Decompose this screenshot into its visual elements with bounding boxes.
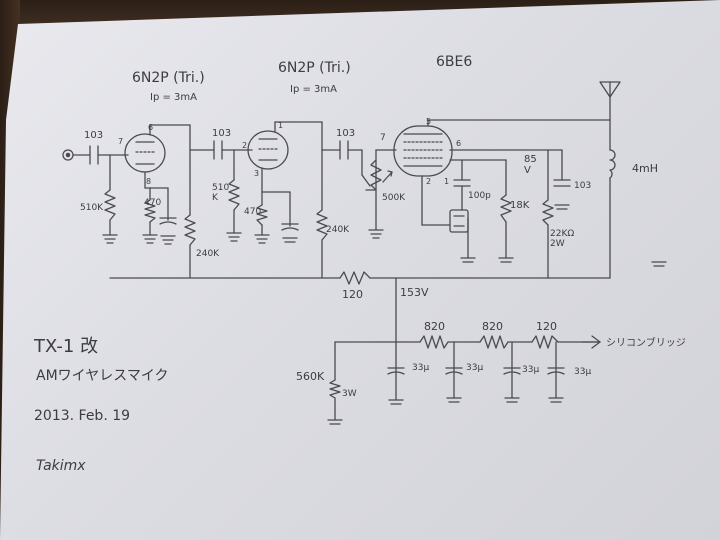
r-grid-1-label: 510K: [80, 203, 104, 213]
tube-2-type-label: 6N2P (Tri.): [278, 60, 351, 76]
c-filter-4-label: 33μ: [574, 367, 591, 377]
r-plate-2-label: 240K: [326, 225, 350, 235]
tube-v1: [124, 133, 166, 173]
input-jack: [62, 149, 74, 161]
capacitors: [89, 140, 571, 375]
r-filter-2-label: 820: [482, 320, 503, 333]
tube-3-type-label: 6BE6: [436, 54, 472, 70]
oscillator-crystal: [449, 209, 469, 233]
date-text: 2013. Feb. 19: [34, 408, 130, 424]
r-plate-1-label: 240K: [196, 249, 220, 259]
pin-1-v2: 1: [278, 121, 283, 130]
pin-1-v3: 1: [444, 177, 449, 186]
pin-7-v3: 7: [380, 133, 386, 143]
c-screen-label: 103: [574, 181, 591, 191]
pin-8-v1: 8: [146, 177, 151, 186]
pin-6-v1: 6: [148, 123, 153, 132]
tube-v2: [247, 130, 289, 170]
title-text: TX-1 改: [33, 336, 98, 357]
tube-2-current-label: Ip = 3mA: [290, 84, 337, 95]
power-input-label: シリコンブリッジ: [606, 336, 686, 349]
pin-7-v1: 7: [118, 137, 123, 146]
c-in-label: 103: [84, 130, 103, 141]
subtitle-text: AMワイヤレスマイク: [36, 368, 169, 384]
pin-3-v2: 3: [254, 169, 259, 178]
r-filter-1-label: 820: [424, 320, 445, 333]
coil-label: 4mH: [632, 162, 658, 175]
b-plus-label: 153V: [400, 286, 429, 299]
author-text: Takimx: [36, 458, 86, 474]
tube-1-current-label: Ip = 3mA: [150, 92, 197, 103]
inductor-4mh: [609, 149, 616, 179]
r-filter-3-label: 120: [536, 320, 557, 333]
r-decouple-label: 120: [342, 288, 363, 301]
resistors: [104, 159, 559, 399]
tube-1-type-label: 6N2P (Tri.): [132, 70, 205, 86]
pin-5-v3: 5: [426, 117, 431, 126]
r-bleed-label: 560K: [296, 370, 325, 383]
pin-6-v3: 6: [456, 139, 461, 148]
c-coupling-2-label: 103: [336, 128, 355, 139]
tube-v3: [393, 125, 453, 177]
r-cathode-2-label: 470: [244, 207, 261, 217]
r-cathode-1-label: 470: [144, 198, 161, 208]
grounds: [102, 204, 667, 425]
c-filter-2-label: 33μ: [466, 363, 483, 373]
pin-2-v3: 2: [426, 177, 431, 186]
c-filter-1-label: 33μ: [412, 363, 429, 373]
vr-volume-label: 500K: [382, 193, 406, 203]
c-coupling-1-label: 103: [212, 128, 231, 139]
labels: 6N2P (Tri.) Ip = 3mA 6N2P (Tri.) Ip = 3m…: [33, 54, 686, 474]
r-bleed-power-label: 3W: [342, 389, 357, 399]
pin-2-v2: 2: [242, 141, 247, 150]
antenna: [599, 81, 621, 98]
c-osc-label: 100p: [468, 191, 491, 201]
c-filter-3-label: 33μ: [522, 365, 539, 375]
r-osc-label: 18K: [510, 200, 530, 211]
